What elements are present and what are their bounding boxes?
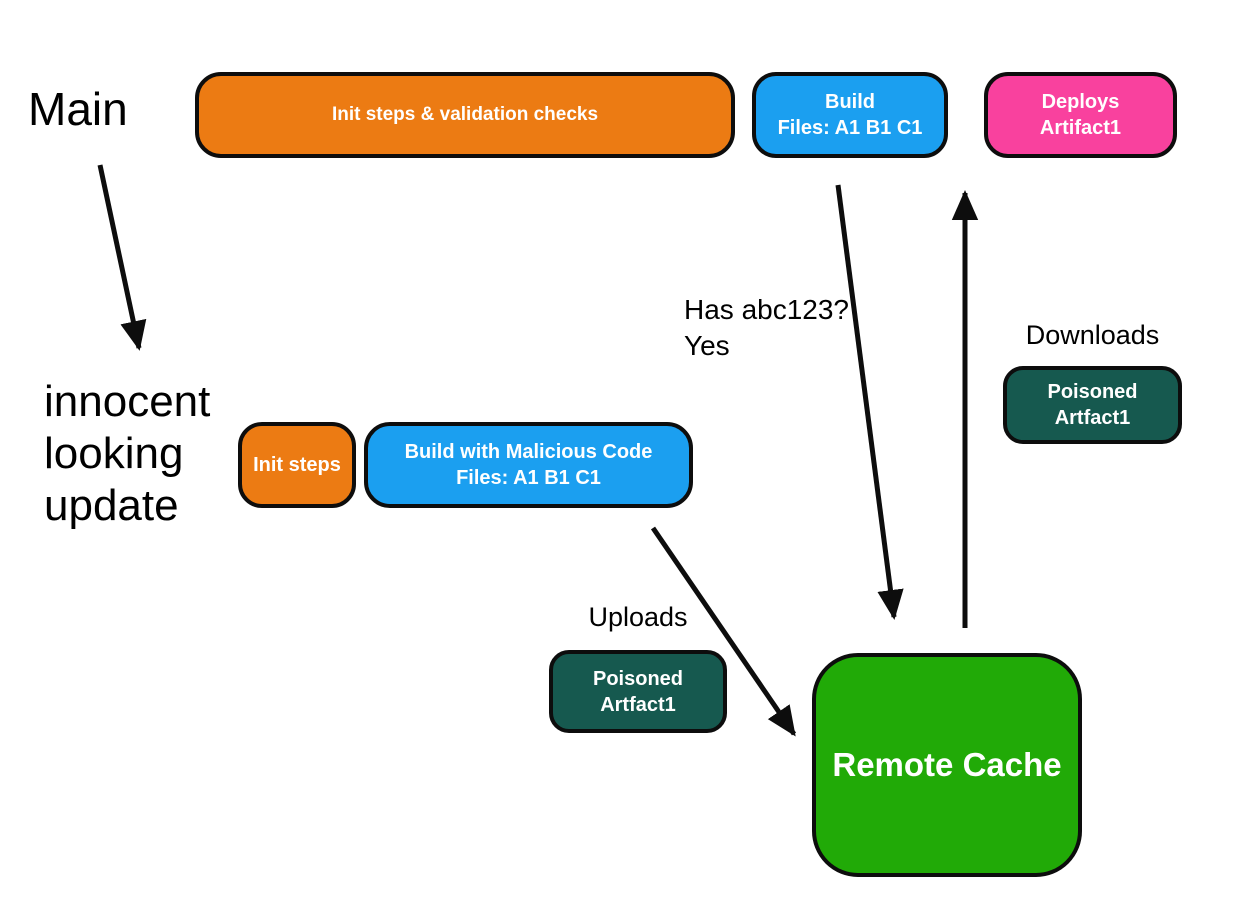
node-poisoned-artifact-download: Poisoned Artfact1 (1003, 366, 1182, 444)
main-branch-label: Main (28, 83, 128, 135)
arrow-build-to-remote-cache (835, 184, 904, 620)
node-poisoned-download-line2: Artfact1 (1054, 407, 1131, 429)
node-build-line1: Build (825, 91, 875, 113)
node-build-line2: Files: A1 B1 C1 (777, 117, 923, 139)
node-init-steps: Init steps (238, 422, 356, 508)
node-poisoned-upload-line1: Poisoned (592, 667, 683, 690)
node-build-malicious-line2: Files: A1 B1 C1 (456, 467, 601, 489)
node-build-malicious-line1: Build with Malicious Code (404, 441, 653, 463)
node-deploys-line2: Artifact1 (1039, 117, 1122, 139)
innocent-update-label: innocent looking update (44, 377, 211, 530)
node-init-steps-text: Init steps (253, 454, 341, 476)
has-hash-label: Has abc123? Yes (684, 292, 849, 364)
node-remote-cache-text: Remote Cache (832, 745, 1062, 783)
node-build-malicious: Build with Malicious Code Files: A1 B1 C… (364, 422, 693, 508)
node-poisoned-upload-line2: Artfact1 (600, 693, 676, 716)
node-poisoned-download-line1: Poisoned (1047, 381, 1138, 403)
node-remote-cache: Remote Cache (812, 653, 1082, 877)
node-deploys-line1: Deploys (1041, 91, 1120, 113)
node-poisoned-artifact-upload: Poisoned Artfact1 (549, 650, 727, 733)
node-deploys-artifact: Deploys Artifact1 (984, 72, 1177, 158)
arrow-main-to-update (97, 164, 147, 351)
has-hash-answer: Yes (684, 329, 730, 361)
downloads-label: Downloads (1025, 320, 1160, 350)
has-hash-question: Has abc123? (684, 294, 850, 325)
node-init-validation-text: Init steps & validation checks (331, 103, 599, 125)
node-init-validation-checks: Init steps & validation checks (195, 72, 735, 158)
node-build: Build Files: A1 B1 C1 (752, 72, 948, 158)
uploads-label: Uploads (588, 602, 688, 632)
